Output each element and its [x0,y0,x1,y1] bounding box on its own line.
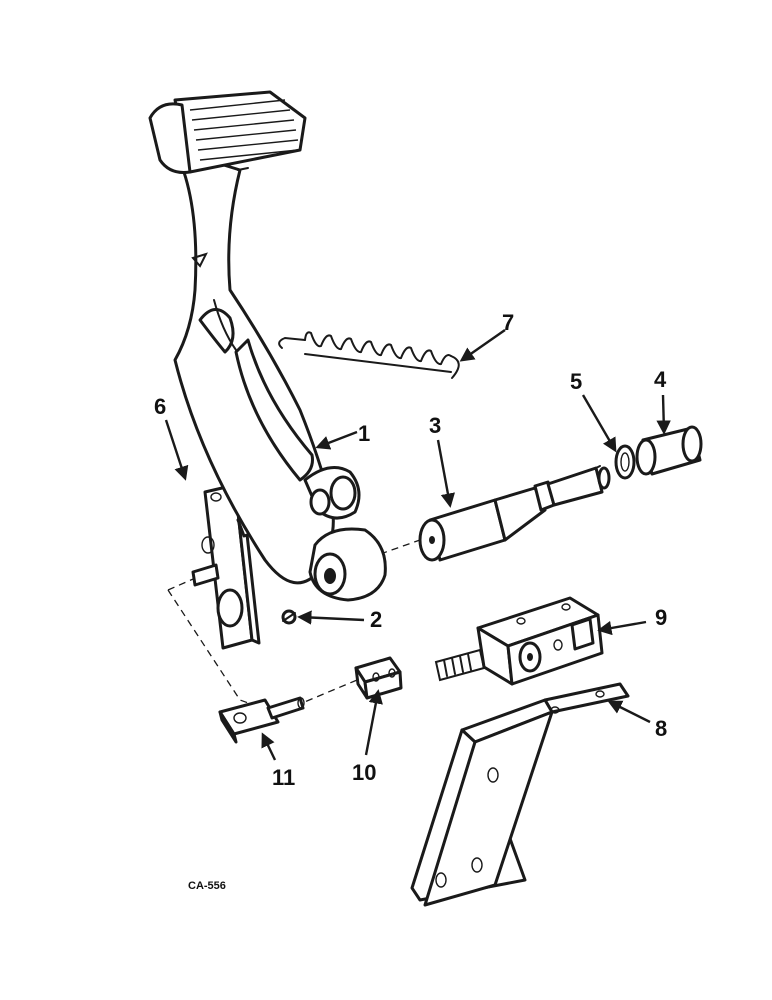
callout-10: 10 [352,760,376,785]
washer-part [614,444,636,480]
callout-6: 6 [154,394,166,419]
clevis-block-part [354,656,403,700]
callout-4: 4 [654,367,667,392]
callout-8: 8 [655,716,667,741]
callout-7: 7 [502,310,514,335]
callout-labels: 1 2 3 4 5 6 7 8 9 10 11 [154,310,667,790]
callout-3: 3 [429,413,441,438]
drawing-number: CA-556 [188,880,226,892]
return-spring-part [278,331,460,379]
callout-1: 1 [358,421,370,446]
callout-leaders [164,329,671,761]
pedal-shaft-part [418,465,611,562]
callout-9: 9 [655,605,667,630]
pedal-lever-part [173,148,387,602]
callout-2: 2 [370,607,382,632]
callout-11: 11 [272,765,295,790]
clevis-pin-part [218,696,305,744]
bushing-part [635,425,703,476]
grease-fitting-part [281,609,297,625]
callout-5: 5 [570,369,582,394]
support-bracket-part [410,682,630,907]
valve-block-part [434,596,604,686]
pedal-pad-part [148,90,307,174]
